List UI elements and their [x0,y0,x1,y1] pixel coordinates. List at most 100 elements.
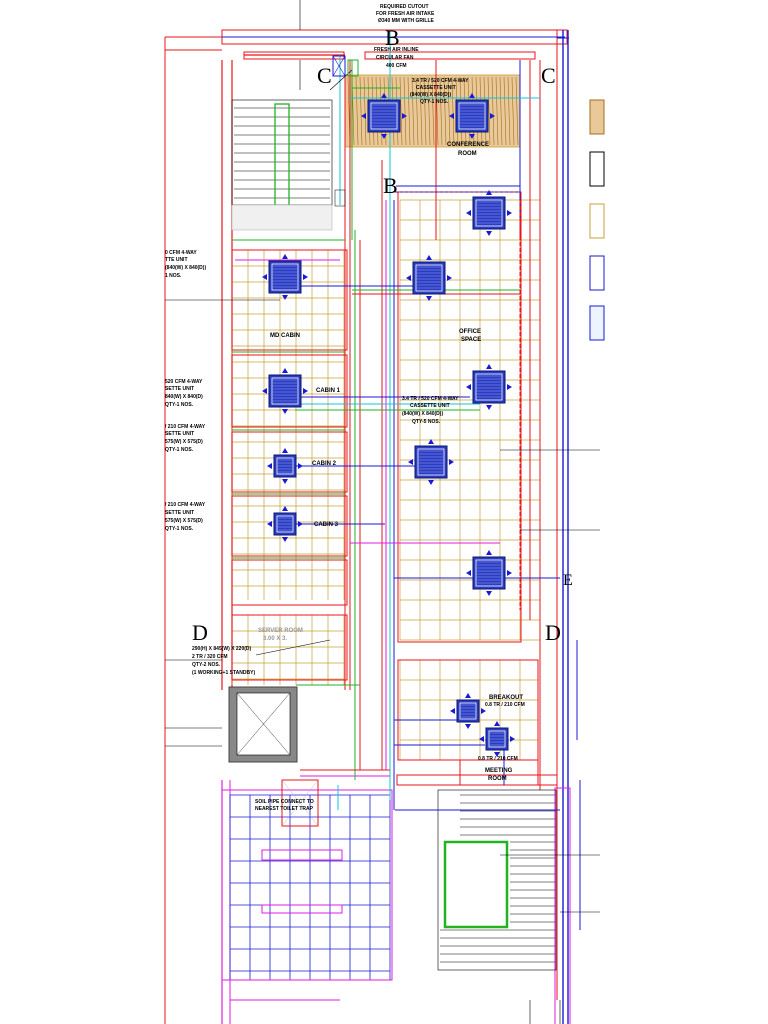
wood-grain [411,76,415,146]
airflow-arrow [303,388,308,394]
airflow-arrow [282,409,288,414]
wood-grain [499,76,503,146]
airflow-arrow [428,480,434,485]
cassette-grille [475,199,503,227]
fresh-air-fan [332,55,359,207]
cassette-unit [267,506,303,542]
airflow-arrow [481,708,486,714]
wood-grain [431,76,435,146]
cassette-unit [466,550,512,596]
note-c3-unit-line3: 575(W) X 575(D) [165,518,203,524]
room-conference-line1: CONFERENCE [447,142,489,148]
airflow-arrow [361,113,366,119]
note-fan-line1: FRESH AIR INLINE [374,47,419,53]
note-c2-unit-line1: / 210 CFM 4-WAY [165,424,206,430]
building-outline [164,29,581,1024]
airflow-arrow [466,210,471,216]
section-mark-b-top: B [385,25,400,50]
section-mark-b-mid: B [383,173,398,198]
section-mark-d-left: D [192,620,208,645]
note-c2-unit-line4: QTY-1 NOS. [165,447,194,453]
airflow-arrow [494,752,500,757]
airflow-arrow [402,113,407,119]
note-conf-unit-line4: QTY-1 NOS. [420,99,449,105]
cassette-grille [271,263,299,291]
note-c3-unit-line2: SETTE UNIT [165,510,194,516]
note-server-line1: 290(H) X 845(W) X 220(D) [192,646,252,652]
note-conf-unit-line2: CASSETTE UNIT [416,85,456,91]
cassette-grille [458,102,486,130]
room-cabin-1: CABIN 1 [316,388,341,394]
staircase-bottom-right [437,789,557,971]
wood-grain [399,76,403,146]
note-drain-line2: NEAREST TOILET TRAP [255,806,314,812]
cassette-grille [415,264,443,292]
cassette-grille [475,559,503,587]
airflow-arrow [426,296,432,301]
cassette-body [472,196,506,230]
cassette-body [268,260,302,294]
airflow-arrow [507,570,512,576]
note-server-line3: QTY-2 NOS. [192,662,221,668]
airflow-arrow [298,463,303,469]
cassette-grille [459,702,477,720]
airflow-arrow [428,439,434,444]
note-c3-unit-line4: QTY-1 NOS. [165,526,194,532]
airflow-arrow [466,384,471,390]
cassette-grille [370,102,398,130]
note-c2-unit-line3: 575(W) X 575(D) [165,439,203,445]
room-office-line1: OFFICE [459,329,481,335]
wood-grain [403,76,407,146]
airflow-arrow [507,210,512,216]
airflow-arrow [465,693,471,698]
airflow-arrow [426,255,432,260]
airflow-arrow [282,448,288,453]
note-conf-unit-line1: 3.4 TR / 520 CFM 4-WAY [412,78,469,84]
piping-and-ducts [232,30,560,811]
airflow-arrow [486,550,492,555]
wood-grain [407,76,411,146]
cassette-unit [466,364,512,410]
section-mark-c-right: C [541,63,556,88]
toilet-tiles [229,794,391,980]
room-conference-line2: ROOM [458,151,477,157]
wood-grain [511,76,515,146]
section-mark-e-right: E [563,572,573,589]
note-md-unit-line4: 1 NOS. [165,273,182,279]
room-office-line2: SPACE [461,337,481,343]
airflow-arrow [298,521,303,527]
wood-grain [487,76,491,146]
airflow-arrow [465,724,471,729]
airflow-arrow [449,459,454,465]
note-cutout-line2: FOR FRESH AIR INTAKE [376,11,435,17]
legend-swatches [589,99,605,341]
airflow-arrow [282,295,288,300]
note-c1-unit-line3: 840(W) X 840(D) [165,394,203,400]
cassette-grille [276,457,294,475]
cassette-unit [479,721,515,757]
room-cabin-3: CABIN 3 [314,522,339,528]
note-cutout-line3: Ø340 MM WITH GRILLE [378,18,435,24]
wood-grain [443,76,447,146]
cassette-unit [262,368,308,414]
cassette-unit [449,93,495,139]
room-server-line1: SERVER ROOM [258,628,303,634]
note-server-line4: (1 WORKING+1 STANDBY) [192,670,255,676]
airflow-arrow [510,736,515,742]
airflow-arrow [449,113,454,119]
wood-grain [503,76,507,146]
wood-grain [419,76,423,146]
room-server-line2: 3.00 X 3. [263,636,287,642]
airflow-arrow [282,479,288,484]
room-md-cabin: MD CABIN [270,333,300,339]
airflow-arrow [450,708,455,714]
note-md-unit-line1: 0 CFM 4-WAY [165,250,197,256]
note-c1-unit-line2: SETTE UNIT [165,386,194,392]
wood-grain [439,76,443,146]
note-c1-unit-line4: QTY-1 NOS. [165,402,194,408]
airflow-arrow [469,93,475,98]
airflow-arrow [303,274,308,280]
note-drain-line1: SOIL PIPE CONNECT TO [255,799,314,805]
airflow-arrow [466,570,471,576]
airflow-arrow [262,388,267,394]
